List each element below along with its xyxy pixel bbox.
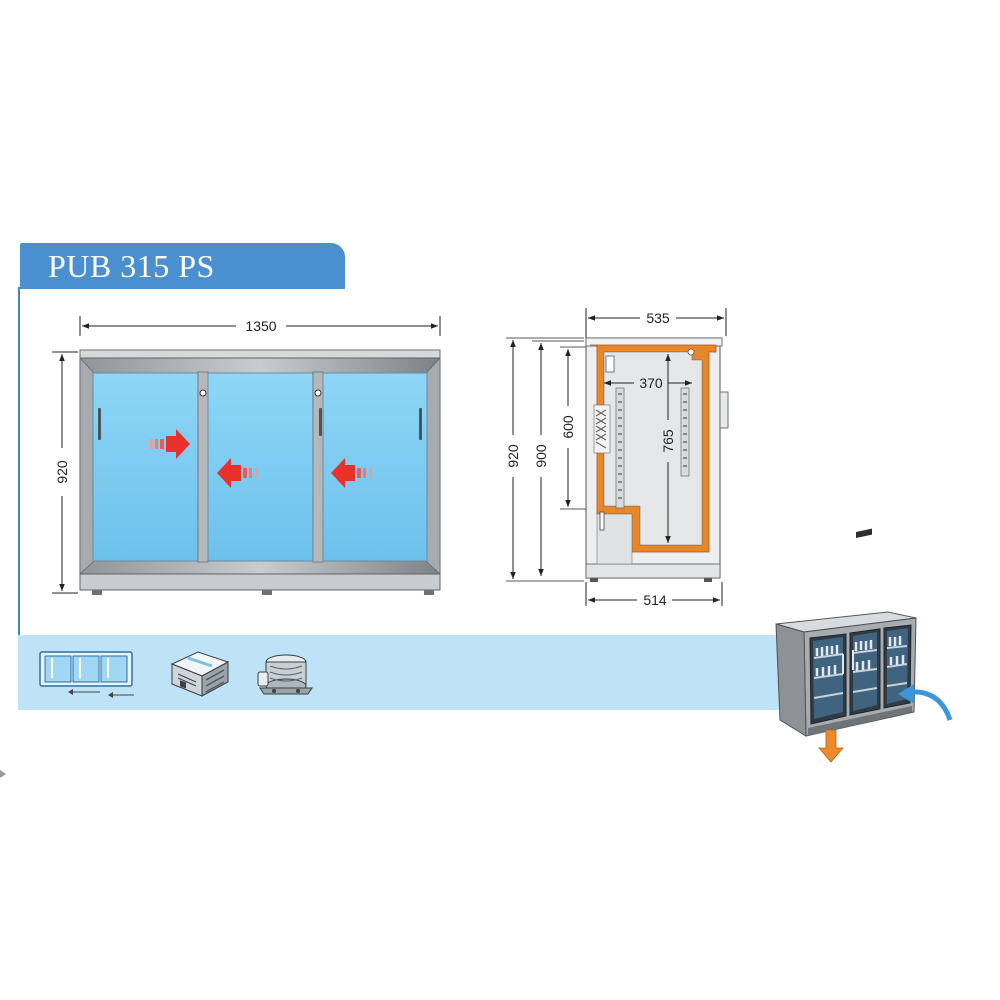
title-tab	[20, 243, 345, 289]
product-illustration	[775, 528, 953, 763]
frame-line	[18, 287, 20, 635]
shelf-rail-left	[615, 387, 625, 509]
ventilated-unit-icon	[170, 651, 230, 697]
evaporator-coil	[593, 404, 611, 454]
door-left	[92, 372, 199, 562]
front-height-label: 920	[54, 460, 70, 484]
side-view: 535 514 920 900 600	[505, 308, 729, 608]
door-handle-side	[719, 391, 729, 429]
front-width-label: 1350	[245, 318, 276, 334]
sliding-doors-icon	[39, 651, 134, 698]
front-view: 1350 920	[52, 316, 441, 595]
top-depth-label: 535	[646, 310, 670, 326]
feature-icon-strip	[18, 635, 790, 710]
shelf-rail-right	[680, 387, 690, 477]
cabinet-top	[79, 349, 441, 359]
airflow-out-arrow	[818, 729, 844, 763]
model-title: PUB 315 PS	[48, 248, 215, 284]
compressor-icon	[257, 654, 313, 695]
side-total-height-label: 920	[505, 444, 521, 468]
slide-arrow-left	[217, 458, 258, 488]
interior-depth-label: 370	[639, 375, 663, 391]
slide-arrow-left-2	[331, 458, 372, 488]
unit-height-label: 600	[560, 415, 576, 439]
airflow-in-arrow	[909, 689, 953, 721]
slide-arrow-right	[150, 429, 190, 459]
bottom-depth-label: 514	[643, 592, 667, 608]
interior-height-label: 765	[660, 429, 676, 453]
side-inner-height-label: 900	[533, 444, 549, 468]
cabinet-base	[79, 573, 441, 591]
